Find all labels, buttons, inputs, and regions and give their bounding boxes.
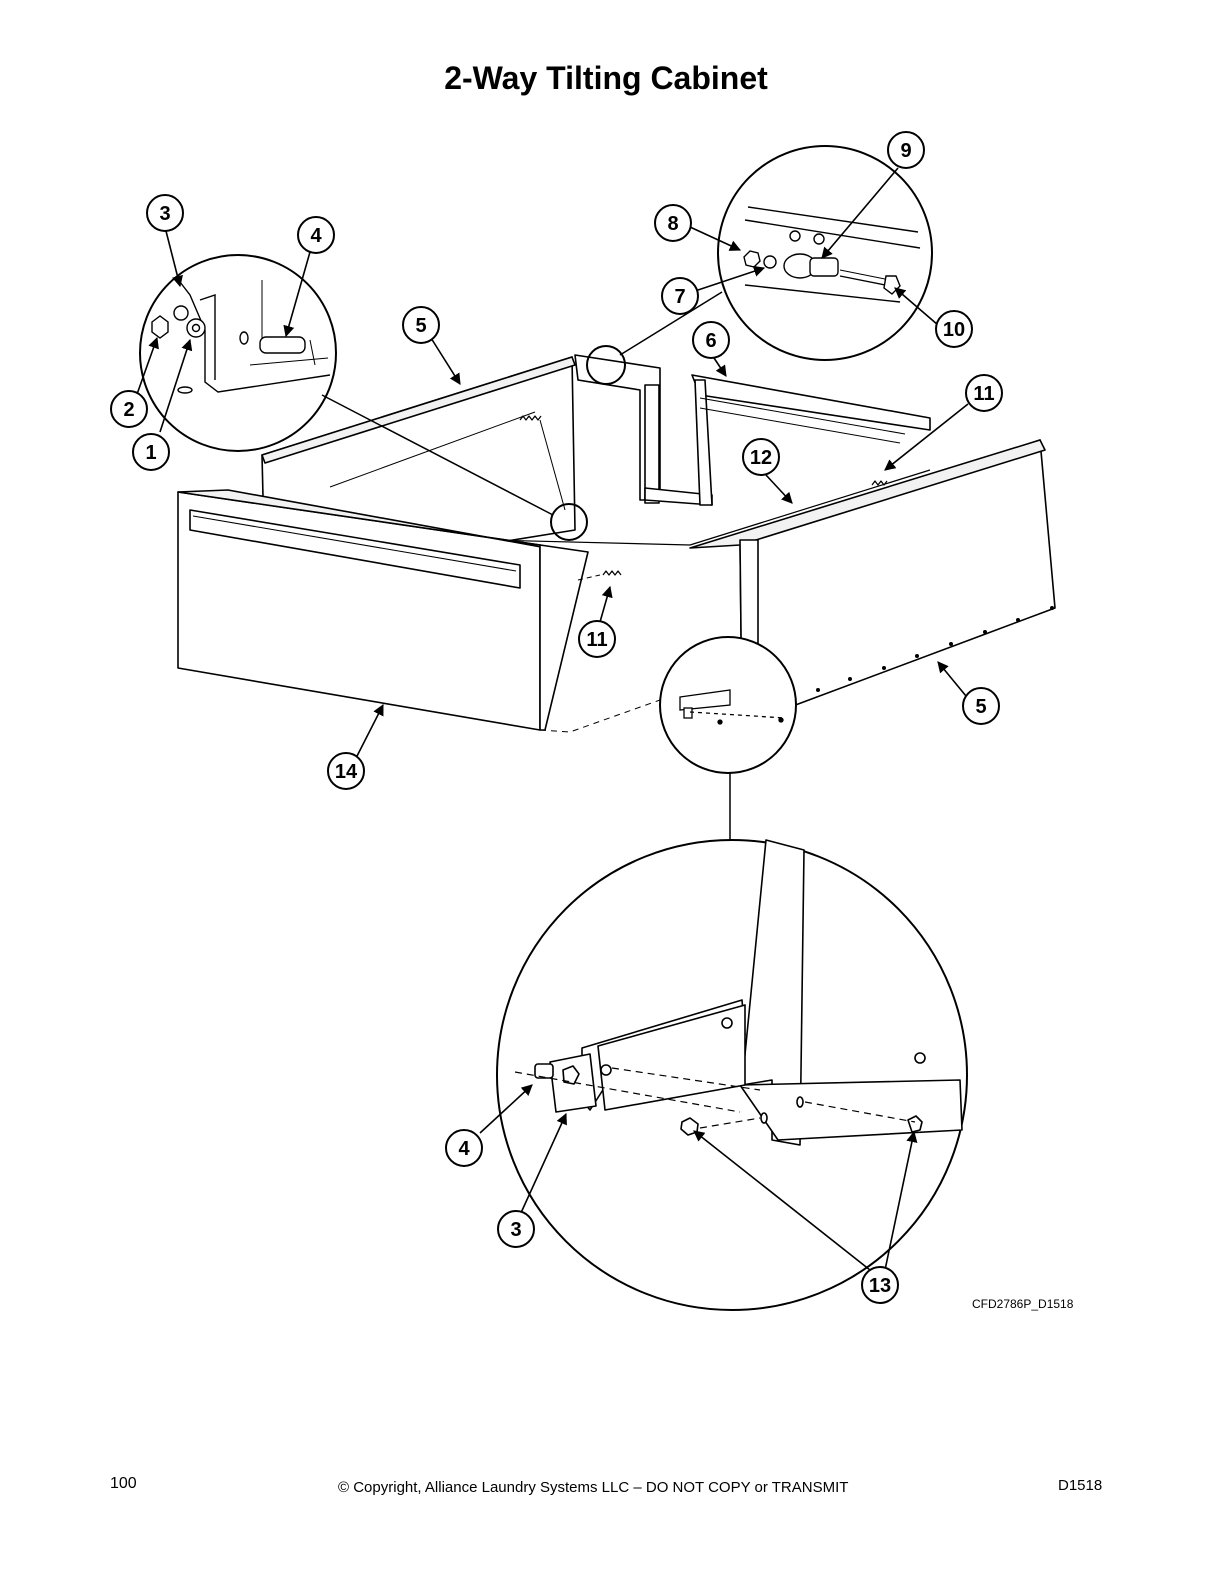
hex-nut: [151, 315, 169, 339]
svg-text:14: 14: [335, 761, 358, 783]
page-title: 2-Way Tilting Cabinet: [444, 60, 768, 96]
svg-text:4: 4: [458, 1138, 470, 1160]
svg-text:12: 12: [750, 447, 772, 469]
svg-text:4: 4: [310, 225, 322, 247]
lock-washer: [173, 305, 189, 321]
callout-3: 3: [497, 1210, 535, 1248]
svg-text:9: 9: [900, 140, 911, 162]
callout-1: 1: [132, 433, 170, 471]
hex-nut-top: [743, 250, 761, 268]
svg-text:6: 6: [705, 330, 716, 352]
callout-11: 11: [578, 620, 616, 658]
svg-text:3: 3: [159, 203, 170, 225]
callout-6: 6: [692, 321, 730, 359]
cabinet-assembly: [177, 354, 1056, 733]
svg-text:5: 5: [415, 315, 426, 337]
detail-circle-small-top: [586, 345, 626, 385]
callout-11: 11: [965, 374, 1003, 412]
nut-right: [907, 1115, 923, 1133]
svg-text:1: 1: [145, 442, 156, 464]
detail-circle-left: [139, 254, 337, 452]
svg-text:11: 11: [586, 629, 607, 651]
callout-5: 5: [402, 306, 440, 344]
hinge-detail-parts: [679, 689, 786, 725]
figure-code: CFD2786P_D1518: [972, 1297, 1074, 1311]
callout-13: 13: [861, 1266, 899, 1304]
left-detail-parts: [151, 280, 331, 394]
callout-12: 12: [742, 438, 780, 476]
svg-text:11: 11: [973, 383, 994, 405]
svg-text:5: 5: [975, 696, 986, 718]
document-id: D1518: [1058, 1477, 1103, 1494]
washer-top: [763, 255, 777, 269]
callout-9: 9: [887, 131, 925, 169]
pivot-pin: [259, 336, 306, 354]
svg-text:2: 2: [123, 399, 134, 421]
callout-8: 8: [654, 204, 692, 242]
spring-rear: [519, 415, 542, 421]
spring-right: [871, 480, 888, 486]
leader-lines: [135, 167, 969, 1271]
panel-bolt-holes: [816, 606, 1054, 692]
svg-text:8: 8: [667, 213, 678, 235]
spring-front: [602, 570, 622, 576]
callout-5: 5: [962, 687, 1000, 725]
callout-10: 10: [935, 310, 973, 348]
callout-bubbles: 3 4 2 1 5 8 7 9 10 6 11 12 11 5 14 4 3 1…: [110, 131, 1003, 1304]
callout-4: 4: [445, 1129, 483, 1167]
svg-text:7: 7: [674, 286, 685, 308]
callout-4: 4: [297, 216, 335, 254]
callout-2: 2: [110, 390, 148, 428]
svg-text:10: 10: [943, 319, 965, 341]
large-detail-parts: [514, 839, 963, 1146]
callout-14: 14: [327, 752, 365, 790]
detail-circle-small-left: [550, 503, 588, 541]
svg-text:13: 13: [869, 1275, 891, 1297]
callout-3: 3: [146, 194, 184, 232]
hinge-pin: [534, 1063, 554, 1079]
svg-text:3: 3: [510, 1219, 521, 1241]
copyright-notice: © Copyright, Alliance Laundry Systems LL…: [338, 1479, 849, 1496]
callout-7: 7: [661, 277, 699, 315]
page-number: 100: [110, 1475, 137, 1492]
